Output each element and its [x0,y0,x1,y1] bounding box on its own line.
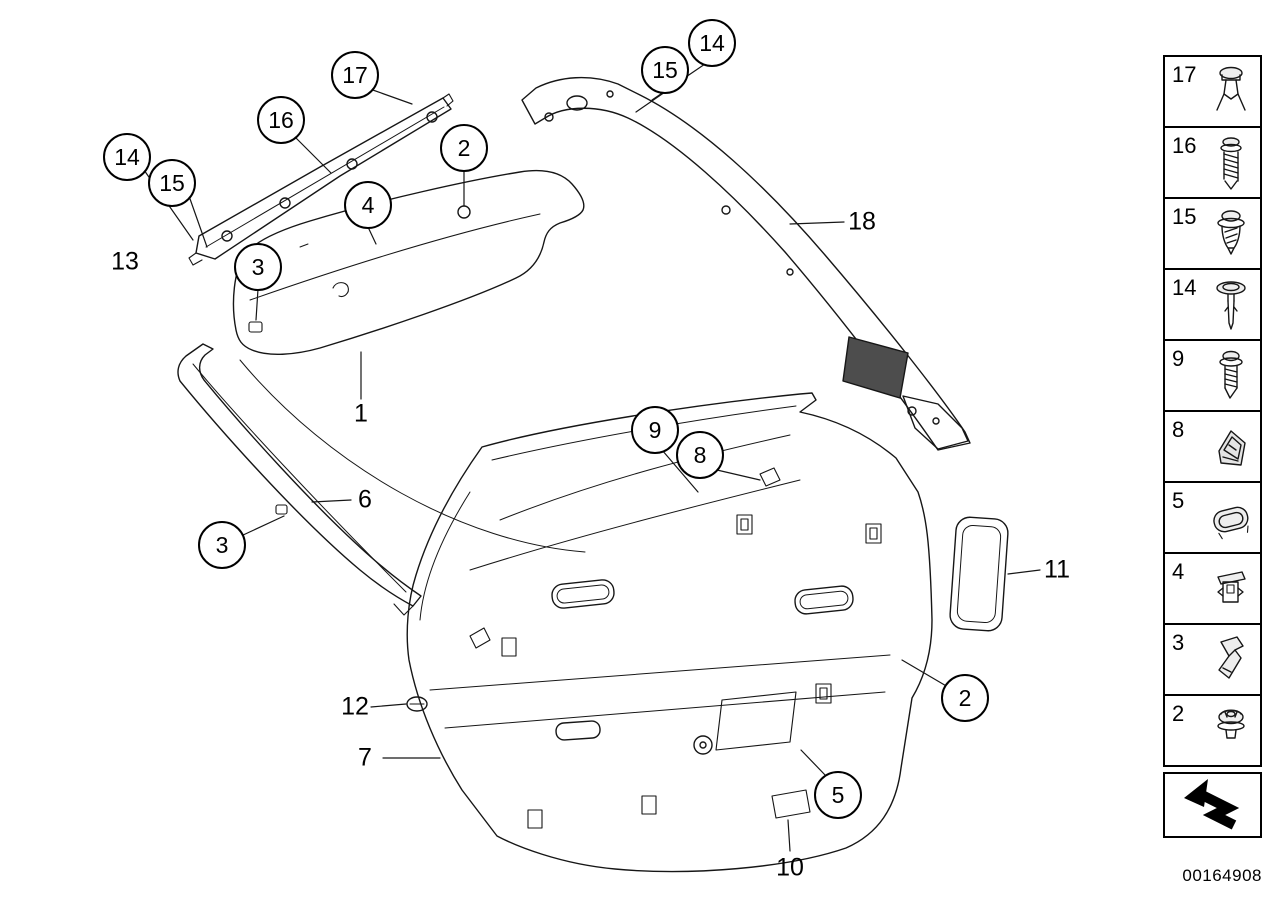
sidebar-item-8[interactable]: 8 [1163,410,1262,483]
cage-nut-icon [1217,571,1246,603]
direction-arrow-icon [1184,779,1240,830]
sidebar-item-5[interactable]: 5 [1163,481,1262,554]
retaining-clip-icon [1218,636,1244,679]
callout-15[interactable]: 15 [641,46,689,94]
sidebar-arrow-box[interactable] [1163,772,1262,838]
sidebar-item-16[interactable]: 16 [1163,126,1262,199]
callout-1[interactable]: 1 [354,399,368,428]
leader-lines [144,64,1040,851]
sidebar-item-number: 15 [1172,204,1197,229]
callout-17[interactable]: 17 [331,51,379,99]
sidebar-item-number: 14 [1172,275,1197,300]
sidebar-item-9[interactable]: 9 [1163,339,1262,412]
part-6-window-frame-trim [178,344,585,615]
callout-8[interactable]: 8 [676,431,724,479]
callout-10[interactable]: 10 [776,853,804,882]
sidebar-item-15[interactable]: 15 [1163,197,1262,270]
callout-15[interactable]: 15 [148,159,196,207]
tapping-screw-icon [1219,350,1243,399]
callout-14[interactable]: 14 [688,19,736,67]
sidebar-item-number: 2 [1172,701,1185,726]
sidebar-item-number: 17 [1172,62,1197,87]
callout-18[interactable]: 18 [848,207,876,236]
callout-13[interactable]: 13 [111,247,139,276]
sidebar-item-number: 16 [1172,133,1197,158]
expanding-rivet-star-icon [1217,709,1245,739]
part-number-label: 00164908 [1182,866,1262,885]
part-11-cover [949,516,1009,631]
oval-cap-icon [1213,506,1249,540]
sidebar-item-14[interactable]: 14 [1163,268,1262,341]
sidebar-item-number: 3 [1172,630,1185,655]
part-13-sill-strip [189,94,453,265]
callout-3[interactable]: 3 [234,243,282,291]
part-18-side-trim-right [522,78,970,450]
expanding-rivet-icon [1216,66,1246,111]
plug-nut-icon [1217,210,1245,255]
push-pin-rivet-icon [1216,281,1246,330]
sidebar-item-number: 4 [1172,559,1185,584]
sheet-metal-clip-icon [1218,430,1246,466]
screw-icon [1220,137,1242,190]
sidebar-item-2[interactable]: 2 [1163,694,1262,767]
callout-11[interactable]: 11 [1044,555,1070,584]
fastener-sidebar: 17 16 15 [1163,55,1262,838]
callout-3[interactable]: 3 [198,521,246,569]
sidebar-item-17[interactable]: 17 [1163,55,1262,128]
sidebar-item-number: 9 [1172,346,1185,371]
callout-7[interactable]: 7 [358,743,372,772]
callout-2[interactable]: 2 [941,674,989,722]
callout-5[interactable]: 5 [814,771,862,819]
callout-14[interactable]: 14 [103,133,151,181]
sidebar-item-number: 8 [1172,417,1185,442]
callout-4[interactable]: 4 [344,181,392,229]
callout-9[interactable]: 9 [631,406,679,454]
sidebar-item-number: 5 [1172,488,1185,513]
callout-2[interactable]: 2 [440,124,488,172]
sidebar-item-4[interactable]: 4 [1163,552,1262,625]
sidebar-item-3[interactable]: 3 [1163,623,1262,696]
part-12-clip [407,697,427,711]
part-7-lower-tailgate-trim [407,393,932,871]
callout-6[interactable]: 6 [358,485,372,514]
callout-16[interactable]: 16 [257,96,305,144]
callout-12[interactable]: 12 [341,692,369,721]
